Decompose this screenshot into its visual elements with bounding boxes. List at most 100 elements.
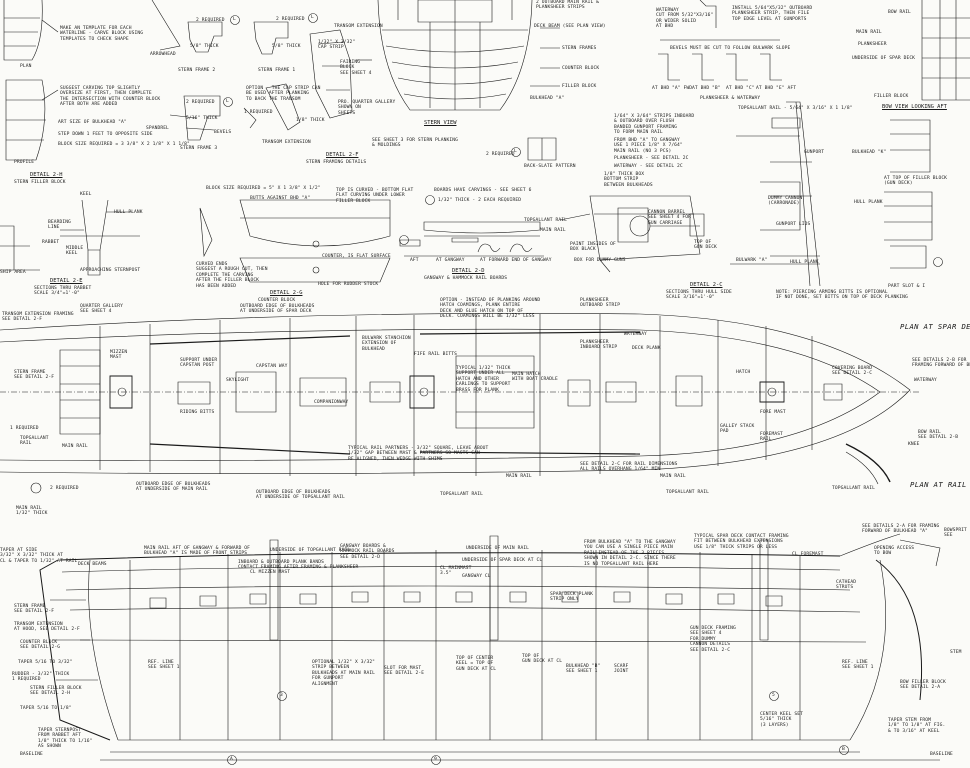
inboard-outboard-note: INBOARD & OUTBOARD PLANK BANDS CONTACT F… xyxy=(238,560,359,571)
plank-strips-note: 1/64" x 3/64" STRIPS INBOARD & OUTBOARD … xyxy=(614,114,695,136)
waterway-bow-label: WATERWAY xyxy=(914,378,937,383)
thickness-3: 5/16" THICK xyxy=(186,116,218,121)
hatch-label: HATCH xyxy=(736,370,751,375)
waterway-note: WATERWAY CUT FROM 5/32"x3/16" OR WIDER S… xyxy=(656,8,714,30)
typical-rail-note: TYPICAL RAIL PARTNERS - 3/32" SQUARE, LE… xyxy=(348,446,489,462)
stern-view-drawing xyxy=(378,0,560,160)
outboard-edge-top: OUTBOARD EDGE OF BULKHEADS AT UNDERSIDE … xyxy=(256,490,345,501)
req-label-1: 2 REQUIRED xyxy=(196,18,225,23)
gunport-lids-label: GUNPORT LIDS xyxy=(776,222,811,227)
rabbet-detail xyxy=(0,200,140,275)
ref-line-label: REF. LINE SEE SHEET 1 xyxy=(148,660,180,671)
taper-2-label: TAPER 5/16 TO 1/8" xyxy=(20,706,72,711)
thickness-1: 5/8" THICK xyxy=(190,44,219,49)
option-gunport-note: OPTION - INSTEAD OF PLANKING AROUND HATC… xyxy=(440,298,541,320)
box-bottom-strip: 1/8" THICK BOX BOTTOM STRIP BETWEEN BULK… xyxy=(604,172,653,188)
detail-2g-subtitle: COUNTER BLOCK xyxy=(258,298,296,303)
thickness-2: 5/8" THICK xyxy=(272,44,301,49)
transom-extension-top: TRANSOM EXTENSION xyxy=(334,24,383,29)
transom-extension-label: TRANSOM EXTENSION xyxy=(262,140,311,145)
stern-view-title: STERN VIEW xyxy=(424,120,457,126)
see-detail-2b: SEE DETAILS 2-B FOR FRAMING FORWARD OF B… xyxy=(912,358,970,369)
filler-block-bow: FILLER BLOCK xyxy=(874,94,909,99)
main-rail-plan-a: MAIN RAIL xyxy=(506,474,532,479)
arrowhead-label: ARROWHEAD xyxy=(150,52,176,57)
curved-ends-note: CURVED ENDS SUGGEST A ROUGH CUT, THEN CO… xyxy=(196,262,268,289)
bulkhead-k-label: BULKHEAD "K" xyxy=(852,150,887,155)
topgallant-rail-plan-b: TOPGALLANT RAIL xyxy=(666,490,709,495)
deck-plan xyxy=(0,313,920,493)
detail-2c-title: DETAIL 2-C xyxy=(690,282,723,288)
main-rail-thickness: MAIN RAIL 1/32" THICK xyxy=(16,506,48,517)
hull-plank-c: HULL PLANK xyxy=(790,260,819,265)
required-circle-note: 2 REQUIRED xyxy=(486,152,515,157)
planksheer-bow-label: PLANKSHEER xyxy=(858,42,887,47)
baseline-left: BASELINE xyxy=(20,752,43,757)
step-down-note: STEP DOWN 1 FEET TO OPPOSITE SIDE xyxy=(58,132,153,137)
gunport-box-detail xyxy=(560,196,704,272)
stern-frame-profile: STERN FRAME SEE DETAIL 2-F xyxy=(14,604,55,615)
optional-fill-note: OPTIONAL 1/32" x 3/32" STRIP BETWEEN BUL… xyxy=(312,660,376,687)
scarf-joint-label: SCARF JOINT xyxy=(614,664,629,675)
riding-bitts-label: RIDING BITTS xyxy=(180,410,215,415)
quarter-gallery-plan: QUARTER GALLERY SEE SHEET 4 xyxy=(80,304,123,315)
plan-spar-title: PLAN AT SPAR DECK xyxy=(900,322,970,331)
circle-num-l1: L xyxy=(233,17,236,22)
stern-frame-1-label: STERN FRAME 1 xyxy=(258,68,296,73)
detail-2f-subtitle: STERN FRAMING DETAILS xyxy=(306,160,367,165)
bevels-note: BEVELS MUST BE CUT TO FOLLOW BULWARK SLO… xyxy=(670,46,791,51)
underside-spar-cl: UNDERSIDE OF SPAR DECK AT CL xyxy=(462,558,543,563)
outboard-plank-strips: 2 OUTBOARD MAIN RAIL & PLANKSHEER STRIPS xyxy=(536,0,600,11)
circle-num-l3: L xyxy=(226,99,229,104)
waterway-detail: WATERWAY - SEE DETAIL 2C xyxy=(614,164,683,169)
counter-block-profile: COUNTER BLOCK SEE DETAIL 2-G xyxy=(20,640,61,651)
topgallant-rail-note: TOPGALLANT RAIL - 5/64" x 3/16" x 1 1/8" xyxy=(738,106,853,111)
circle-num-b: B xyxy=(842,747,845,752)
stern-frame-3-label: STERN FRAME 3 xyxy=(180,146,218,151)
companionway-label: COMPANIONWAY xyxy=(314,400,349,405)
see-detail-2a-note: SEE DETAILS 2-A FOR FRAMING FORWARD OF B… xyxy=(862,524,940,535)
ship-area-label: SHIP AREA xyxy=(0,270,26,275)
rudder-hole-label: HOLE FOR RUDDER STOCK xyxy=(318,282,379,287)
box-dummy-label: BOX FOR DUMMY GUNS xyxy=(574,258,626,263)
cannon-barrel-note: CANNON BARREL SEE SHEET 4 FOR GUN CARRIA… xyxy=(648,210,691,226)
template-note: MAKE AN TEMPLATE FOR EACH WATERLINE - CA… xyxy=(60,26,144,42)
at-bhd-c: AT BHD "C" xyxy=(726,86,755,91)
paint-inside-note: PAINT INSIDES OF BOX BLACK xyxy=(570,242,616,253)
detail-2e-title: DETAIL 2-E xyxy=(50,278,83,284)
hull-section-detail xyxy=(730,102,820,286)
keel-label: KEEL xyxy=(80,192,92,197)
profile-label: PROFILE xyxy=(14,160,35,165)
option-cap-note: OPTION - THE CAP STRIP CAN BE USED AFTER… xyxy=(246,86,321,102)
topgallant-rail-plan-c: TOPGALLANT RAIL xyxy=(832,486,875,491)
detail-2d-title: DETAIL 2-D xyxy=(452,268,485,274)
detail-2g-title: DETAIL 2-G xyxy=(270,290,303,296)
outboard-plank-note: INSTALL 5/64"x5/32" OUTBOARD PLANKSHEER … xyxy=(732,6,813,22)
bowsprit-label: BOWSPRIT SEE xyxy=(944,528,967,539)
section-gun-deck: AT TOP OF FILLER BLOCK (GUN DECK) xyxy=(884,176,948,187)
spar-deck-plank: SPAR DECK PLANK STRIP ONLY xyxy=(550,592,593,603)
plan-rail-title: PLAN AT RAIL xyxy=(910,480,967,489)
fife-rail-label: FIFE RAIL BITTS xyxy=(414,352,457,357)
back-slate-label: BACK-SLATE PATTERN xyxy=(524,164,576,169)
at-bhd-e: AT BHD "E" AFT xyxy=(756,86,797,91)
part-slot-label: PART SLOT & I xyxy=(888,284,926,289)
transom-extension xyxy=(310,30,372,118)
counter-flat-label: COUNTER, IS FLAT SURFACE xyxy=(322,254,391,259)
skylight-label: SKYLIGHT xyxy=(226,378,249,383)
bow-view-title: BOW VIEW LOOKING AFT xyxy=(882,104,947,110)
stern-frame-plan: STERN FRAME SEE DETAIL 2-F xyxy=(14,370,55,381)
approaching-sternpost: APPROACHING STERNPOST xyxy=(80,268,141,273)
main-rail-plan-b: MAIN RAIL xyxy=(660,474,686,479)
detail-2f-title: DETAIL 2-F xyxy=(326,152,359,158)
spandrel-label: SPANDREL xyxy=(146,126,169,131)
counter-block-label: COUNTER BLOCK xyxy=(562,66,600,71)
bulkhead-a-label: BULKHEAD "A" xyxy=(530,96,565,101)
thickness-required: 1/32" THICK - 2 EACH REQUIRED xyxy=(438,198,522,203)
capstan-label: CAPSTAN WAY xyxy=(256,364,288,369)
knee-label: KNEE xyxy=(908,442,920,447)
deck-beams-label: DECK BEAMS xyxy=(78,562,107,567)
outboard-edge-spar: OUTBOARD EDGE OF BULKHEADS AT UNDERSIDE … xyxy=(240,304,315,315)
detail-2e-subtitle: SECTIONS THRU RABBET SCALE 3/4"=1'-0" xyxy=(34,286,92,297)
